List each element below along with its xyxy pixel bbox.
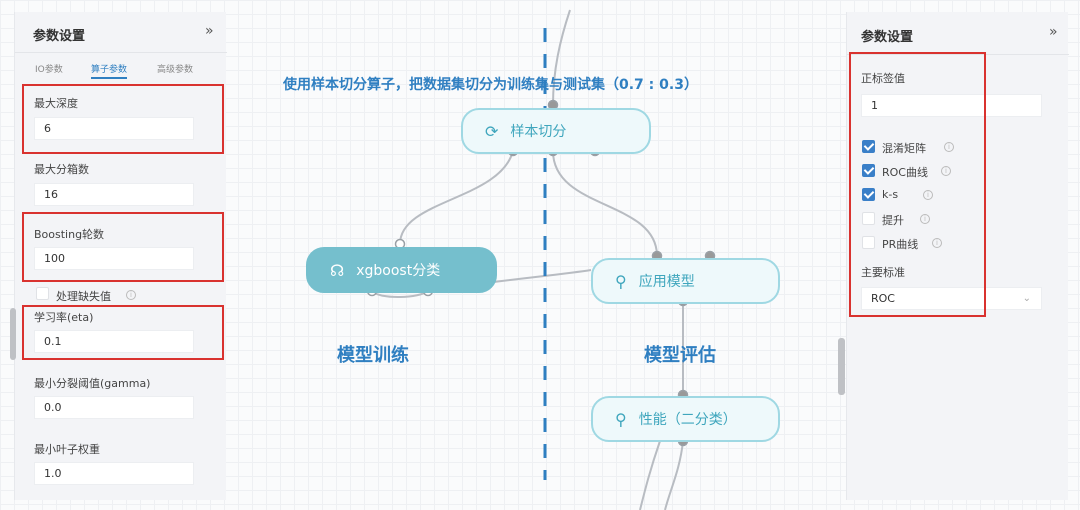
max-depth-input[interactable]: 6 (34, 117, 194, 140)
metric-checkbox[interactable] (862, 188, 875, 201)
metric-checkbox-label: 提升 (882, 214, 904, 227)
scrollbar[interactable] (10, 308, 16, 360)
field-label: 最小叶子权重 (34, 443, 100, 456)
highlight-box (22, 212, 224, 282)
main-metric-select[interactable]: ROC⌄ (861, 287, 1042, 310)
eval-label: 模型评估 (644, 345, 716, 366)
checkbox-label: 处理缺失值 (56, 290, 111, 303)
edge (552, 9, 571, 106)
gamma-input[interactable]: 0.0 (34, 396, 194, 419)
collapse-button[interactable]: » (1049, 24, 1058, 40)
brain-icon: ☊ (330, 260, 345, 280)
metric-checkbox[interactable] (862, 164, 875, 177)
missing-value-checkbox[interactable] (36, 287, 49, 300)
info-icon: i (941, 166, 951, 176)
metric-checkbox-label: k-s (882, 188, 899, 201)
scrollbar[interactable] (838, 338, 845, 395)
refresh-icon: ⟳ (485, 121, 499, 141)
field-label: Boosting轮数 (34, 228, 105, 241)
node-xgboost[interactable]: ☊xgboost分类 (306, 247, 497, 293)
search-icon: ⚲ (615, 409, 627, 429)
annotation-text: 使用样本切分算子，把数据集切分为训练集与测试集（0.7 : 0.3） (283, 77, 698, 93)
metric-checkbox[interactable] (862, 140, 875, 153)
field-label: 最大深度 (34, 97, 78, 110)
edge (552, 150, 658, 257)
field-label: 最小分裂阈值(gamma) (34, 377, 151, 390)
info-icon: i (932, 238, 942, 248)
tab-operator[interactable]: 算子参数 (91, 62, 128, 79)
metric-checkbox[interactable] (862, 212, 875, 225)
search-icon: ⚲ (615, 271, 627, 291)
highlight-box (849, 52, 986, 317)
edge (639, 440, 661, 510)
edge (399, 150, 514, 245)
metric-checkbox-label: ROC曲线 (882, 166, 928, 179)
metric-checkbox-label: PR曲线 (882, 238, 919, 251)
min-child-weight-input[interactable]: 1.0 (34, 462, 194, 485)
metric-checkbox-label: 混淆矩阵 (882, 142, 926, 155)
field-label: 学习率(eta) (34, 311, 94, 324)
node-apply-model[interactable]: ⚲应用模型 (591, 258, 780, 304)
info-icon: i (126, 290, 136, 300)
tab-io[interactable]: IO参数 (35, 65, 63, 75)
highlight-box (22, 305, 224, 360)
panel-title: 参数设置 (33, 29, 86, 44)
max-bins-input[interactable]: 16 (34, 183, 194, 206)
positive-label: 正标签值 (861, 72, 905, 85)
main-metric-label: 主要标准 (861, 266, 905, 279)
node-sample-split[interactable]: ⟳样本切分 (461, 108, 651, 154)
edge (664, 440, 684, 510)
info-icon: i (920, 214, 930, 224)
info-icon: i (944, 142, 954, 152)
metric-checkbox[interactable] (862, 236, 875, 249)
field-label: 最大分箱数 (34, 163, 89, 176)
panel-title: 参数设置 (861, 30, 914, 45)
info-icon: i (923, 190, 933, 200)
tab-advanced[interactable]: 高级参数 (157, 65, 194, 75)
learning-rate-input[interactable]: 0.1 (34, 330, 194, 353)
node-performance[interactable]: ⚲性能（二分类） (591, 396, 780, 442)
train-label: 模型训练 (337, 345, 409, 366)
right-param-panel: 参数设置 » (846, 12, 1069, 500)
positive-value-input[interactable]: 1 (861, 94, 1042, 117)
collapse-button[interactable]: » (205, 23, 214, 39)
boosting-rounds-input[interactable]: 100 (34, 247, 194, 270)
chevron-down-icon: ⌄ (1022, 293, 1031, 304)
highlight-box (22, 84, 224, 154)
